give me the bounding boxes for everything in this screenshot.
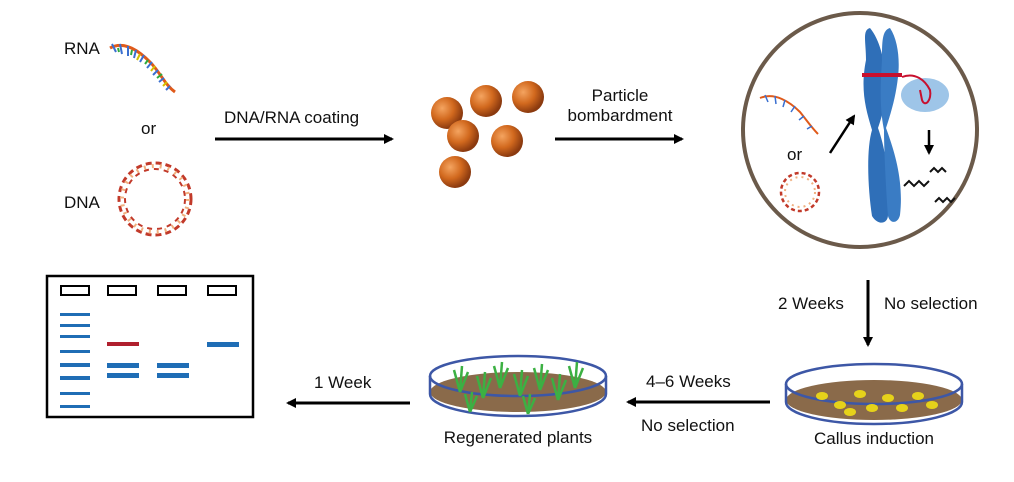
petri-dish-plants-icon xyxy=(428,354,608,418)
week1-label: 1 Week xyxy=(314,373,372,392)
petri-dish-callus-icon xyxy=(784,362,964,426)
bombardment-label-line1: Particle xyxy=(591,86,649,105)
rna-strand-icon xyxy=(109,43,176,94)
no-selection-top-label: No selection xyxy=(884,294,978,313)
bombardment-label-line2: bombardment xyxy=(567,106,673,125)
weeks46-label: 4–6 Weeks xyxy=(646,372,731,391)
cell-or-label: or xyxy=(787,145,803,164)
cell-nucleus-icon xyxy=(741,11,979,249)
dna-label: DNA xyxy=(64,193,100,212)
gel-electrophoresis-icon xyxy=(45,274,255,419)
no-selection-bottom-label: No selection xyxy=(641,416,735,435)
circular-dna-icon xyxy=(117,161,193,237)
callus-label: Callus induction xyxy=(813,429,934,448)
rna-label: RNA xyxy=(64,39,100,58)
weeks2-label: 2 Weeks xyxy=(778,294,844,313)
coating-label: DNA/RNA coating xyxy=(224,108,360,127)
regenerated-label: Regenerated plants xyxy=(443,428,593,447)
or-label: or xyxy=(141,119,157,138)
gold-particles-icon xyxy=(431,81,544,188)
